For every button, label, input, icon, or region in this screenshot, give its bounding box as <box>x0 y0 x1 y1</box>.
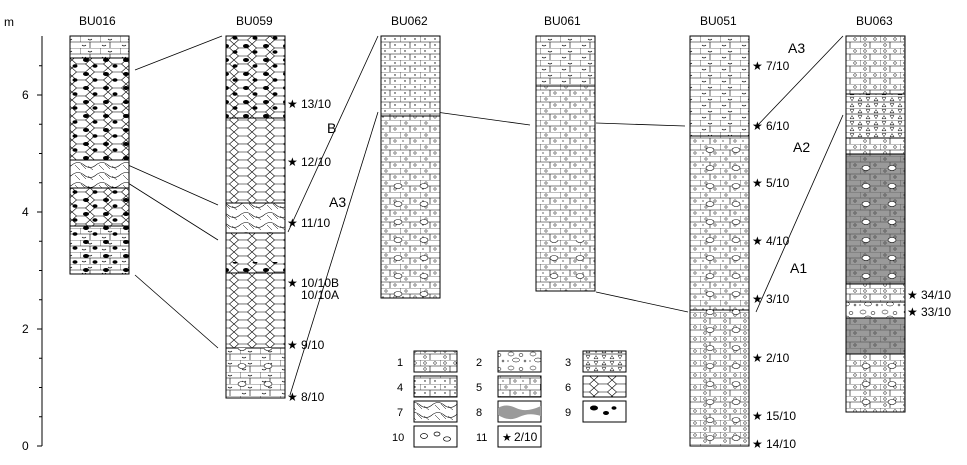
svg-text:11: 11 <box>476 432 487 444</box>
column-BU016: BU016 <box>69 14 130 275</box>
svg-text:12/10: 12/10 <box>301 155 331 169</box>
svg-text:6/10: 6/10 <box>766 119 790 133</box>
svg-text:★: ★ <box>502 432 512 444</box>
svg-text:2: 2 <box>476 357 482 369</box>
sample-marker: ★6/10 <box>752 119 790 133</box>
svg-text:5/10: 5/10 <box>766 176 790 190</box>
svg-text:5: 5 <box>476 382 482 394</box>
svg-text:★: ★ <box>907 305 918 319</box>
column-BU063: BU063 <box>845 14 906 413</box>
axis-unit: m <box>4 15 14 29</box>
svg-text:8: 8 <box>476 407 482 419</box>
svg-text:1: 1 <box>397 357 403 369</box>
sample-marker: ★7/10 <box>752 59 790 73</box>
axis-tick-label: 4 <box>22 205 29 219</box>
svg-text:3: 3 <box>565 357 571 369</box>
svg-text:4: 4 <box>397 382 403 394</box>
column-label: BU051 <box>700 14 737 28</box>
svg-text:34/10: 34/10 <box>921 288 951 302</box>
column-BU061: BU061 <box>535 14 596 292</box>
unit-label: B <box>327 120 336 136</box>
svg-text:★: ★ <box>907 288 918 302</box>
svg-text:7/10: 7/10 <box>766 59 790 73</box>
sample-marker: 10/10A <box>301 288 339 302</box>
svg-text:★: ★ <box>287 390 298 404</box>
column-label: BU061 <box>544 14 581 28</box>
svg-text:★: ★ <box>752 176 763 190</box>
column-BU062: BU062 <box>380 14 441 299</box>
svg-text:★: ★ <box>752 234 763 248</box>
sample-marker: ★11/10 <box>287 216 330 230</box>
svg-text:10/10B: 10/10B <box>301 276 339 290</box>
axis-tick-label: 0 <box>22 439 29 453</box>
depth-axis: m 0 2 4 6 <box>4 15 43 453</box>
unit-labels: B A3 A3 A2 A1 <box>327 40 810 276</box>
svg-text:14/10: 14/10 <box>766 437 796 451</box>
svg-text:2/10: 2/10 <box>766 351 790 365</box>
svg-text:10/10A: 10/10A <box>301 288 339 302</box>
column-BU059: BU059 <box>225 14 286 399</box>
svg-text:★: ★ <box>287 338 298 352</box>
unit-label: A3 <box>788 40 805 56</box>
svg-text:★: ★ <box>752 351 763 365</box>
svg-text:6: 6 <box>565 382 571 394</box>
svg-text:★: ★ <box>287 97 298 111</box>
sample-marker: ★33/10 <box>907 305 951 319</box>
sample-marker: ★9/10 <box>287 338 325 352</box>
svg-text:7: 7 <box>397 407 403 419</box>
svg-text:★: ★ <box>287 155 298 169</box>
column-label: BU059 <box>236 14 273 28</box>
unit-label: A1 <box>790 260 807 276</box>
sample-marker: ★10/10B <box>287 276 339 290</box>
axis-tick-label: 2 <box>22 322 29 336</box>
sample-marker: ★8/10 <box>287 390 325 404</box>
sample-marker: ★14/10 <box>752 437 796 451</box>
svg-text:9/10: 9/10 <box>301 338 325 352</box>
column-label: BU062 <box>391 14 428 28</box>
svg-text:10: 10 <box>392 432 404 444</box>
sample-marker: ★2/10 <box>752 351 790 365</box>
sample-marker: ★4/10 <box>752 234 790 248</box>
svg-text:★: ★ <box>752 437 763 451</box>
svg-text:★: ★ <box>752 59 763 73</box>
svg-text:★: ★ <box>752 292 763 306</box>
svg-text:2/10: 2/10 <box>514 430 538 444</box>
correlation-lines <box>127 35 844 396</box>
column-label: BU063 <box>856 14 893 28</box>
svg-text:15/10: 15/10 <box>766 409 796 423</box>
sample-marker: ★12/10 <box>287 155 331 169</box>
svg-text:★: ★ <box>287 276 298 290</box>
svg-text:★: ★ <box>287 216 298 230</box>
svg-text:★: ★ <box>752 119 763 133</box>
sample-marker: ★3/10 <box>752 292 790 306</box>
unit-label: A3 <box>329 194 346 210</box>
column-label: BU016 <box>79 14 116 28</box>
sample-marker: ★34/10 <box>907 288 951 302</box>
svg-text:★: ★ <box>752 409 763 423</box>
legend: 1 2 3 4 5 6 7 8 9 10 11 ★ 2/10 <box>392 350 627 448</box>
sample-marker: ★13/10 <box>287 97 331 111</box>
svg-text:9: 9 <box>565 407 571 419</box>
axis-tick-label: 6 <box>22 88 29 102</box>
sample-marker: ★15/10 <box>752 409 796 423</box>
svg-text:33/10: 33/10 <box>921 305 951 319</box>
column-BU051: BU051 <box>689 14 750 447</box>
sample-marker: ★5/10 <box>752 176 790 190</box>
svg-text:11/10: 11/10 <box>301 216 330 230</box>
svg-text:4/10: 4/10 <box>766 234 790 248</box>
sample-markers: ★13/10 ★12/10 ★11/10 ★10/10B 10/10A ★9/1… <box>287 59 951 451</box>
unit-label: A2 <box>793 139 810 155</box>
svg-text:13/10: 13/10 <box>301 97 331 111</box>
svg-text:3/10: 3/10 <box>766 292 790 306</box>
svg-text:8/10: 8/10 <box>301 390 325 404</box>
